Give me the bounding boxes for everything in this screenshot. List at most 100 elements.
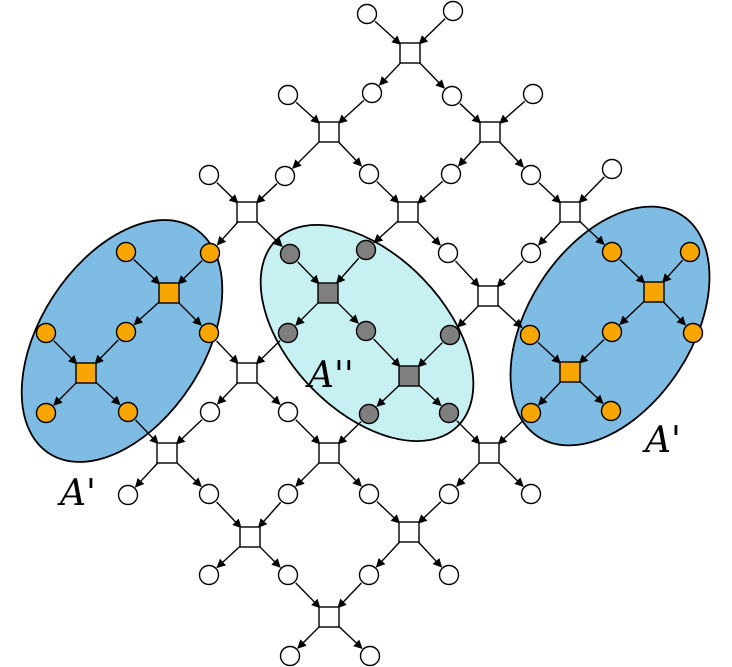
edge-arrow — [619, 300, 646, 326]
circle-node — [35, 322, 57, 344]
square-node — [318, 121, 340, 143]
edge-arrow — [216, 340, 239, 365]
edge-arrow — [337, 461, 362, 487]
edge-arrow — [337, 625, 363, 650]
edge-arrow — [337, 140, 363, 167]
edge-arrow — [336, 301, 359, 324]
circle-node — [355, 320, 377, 342]
edge-arrow — [133, 301, 160, 326]
circle-node — [361, 82, 383, 104]
square-node — [399, 42, 421, 64]
edge-arrow — [456, 420, 481, 445]
circle-node — [358, 564, 380, 586]
edge-arrow — [375, 541, 401, 568]
region-a-prime-left — [20, 219, 224, 463]
circle-node — [279, 243, 301, 265]
edge-arrow — [134, 462, 159, 488]
square-node — [479, 121, 501, 143]
label-a-prime-left: A' — [57, 473, 96, 514]
edge-arrow — [53, 340, 78, 365]
circle-node — [520, 242, 542, 264]
edge-arrow — [376, 501, 401, 524]
circle-node — [277, 84, 299, 106]
circle-node — [115, 321, 137, 343]
edge-arrow — [538, 182, 562, 204]
circle-node — [358, 163, 380, 185]
circle-node — [277, 564, 299, 586]
edge-arrow — [418, 384, 442, 407]
edge-arrow — [496, 260, 524, 288]
square-node — [156, 442, 178, 464]
circle-node — [277, 322, 299, 344]
edge-arrow — [337, 99, 365, 124]
edge-arrow — [619, 259, 646, 284]
circle-node — [279, 645, 301, 667]
edge-arrow — [373, 338, 401, 368]
edge-arrow — [497, 304, 523, 329]
circle-node — [117, 401, 139, 423]
circle-node — [601, 241, 623, 263]
circle-node — [359, 645, 381, 667]
circle-node — [358, 403, 380, 425]
edge-arrow — [537, 341, 562, 364]
edge-arrow — [662, 300, 687, 326]
circle-node — [198, 564, 220, 586]
circle-node — [679, 241, 701, 263]
circle-node — [437, 242, 459, 264]
edge-arrow — [456, 461, 481, 487]
edge-arrow — [94, 339, 119, 365]
square-node — [559, 201, 581, 223]
edge-arrow — [295, 461, 321, 487]
edge-arrow — [297, 261, 320, 285]
square-node — [75, 362, 97, 384]
square-node — [236, 201, 258, 223]
edge-arrow — [295, 301, 320, 326]
edge-arrow — [417, 541, 443, 568]
edge-arrow — [459, 103, 482, 124]
edge-arrow — [416, 220, 441, 246]
circle-node — [441, 85, 463, 107]
square-node — [477, 285, 499, 307]
circle-node — [277, 401, 299, 423]
circle-node — [520, 402, 542, 424]
edge-arrow — [95, 381, 121, 406]
edge-arrow — [499, 100, 526, 124]
circle-node — [601, 321, 623, 343]
circle-node — [442, 0, 464, 22]
edge-arrow — [295, 101, 321, 124]
circle-node — [117, 484, 139, 506]
edge-arrow — [337, 582, 362, 609]
edge-arrow — [662, 259, 684, 284]
label-a-prime-right: A' — [642, 420, 681, 461]
edge-arrow — [216, 221, 239, 246]
circle-node — [439, 324, 461, 346]
edge-arrow — [133, 259, 161, 285]
edge-arrow — [454, 260, 480, 288]
circle-node — [198, 483, 220, 505]
edge-arrow — [255, 220, 283, 247]
edge-arrow — [255, 381, 281, 406]
circle-node — [115, 241, 137, 263]
edge-arrow — [376, 181, 400, 204]
circle-node — [199, 401, 221, 423]
circle-node — [440, 163, 462, 185]
circle-node — [600, 400, 622, 422]
edge-arrow — [216, 182, 239, 204]
edge-arrow — [578, 380, 604, 405]
edge-arrow — [418, 61, 445, 89]
square-node — [398, 365, 420, 387]
edge-arrow — [53, 381, 78, 406]
edge-arrow — [376, 384, 401, 408]
circle-node — [277, 483, 299, 505]
circle-node — [355, 239, 377, 261]
edge-arrow — [497, 420, 524, 445]
square-node — [318, 606, 340, 628]
edge-arrow — [297, 625, 321, 649]
square-node — [643, 281, 665, 303]
edge-arrow — [457, 304, 480, 328]
square-node — [239, 526, 261, 548]
circle-node — [682, 322, 704, 344]
edge-arrow — [337, 421, 362, 445]
